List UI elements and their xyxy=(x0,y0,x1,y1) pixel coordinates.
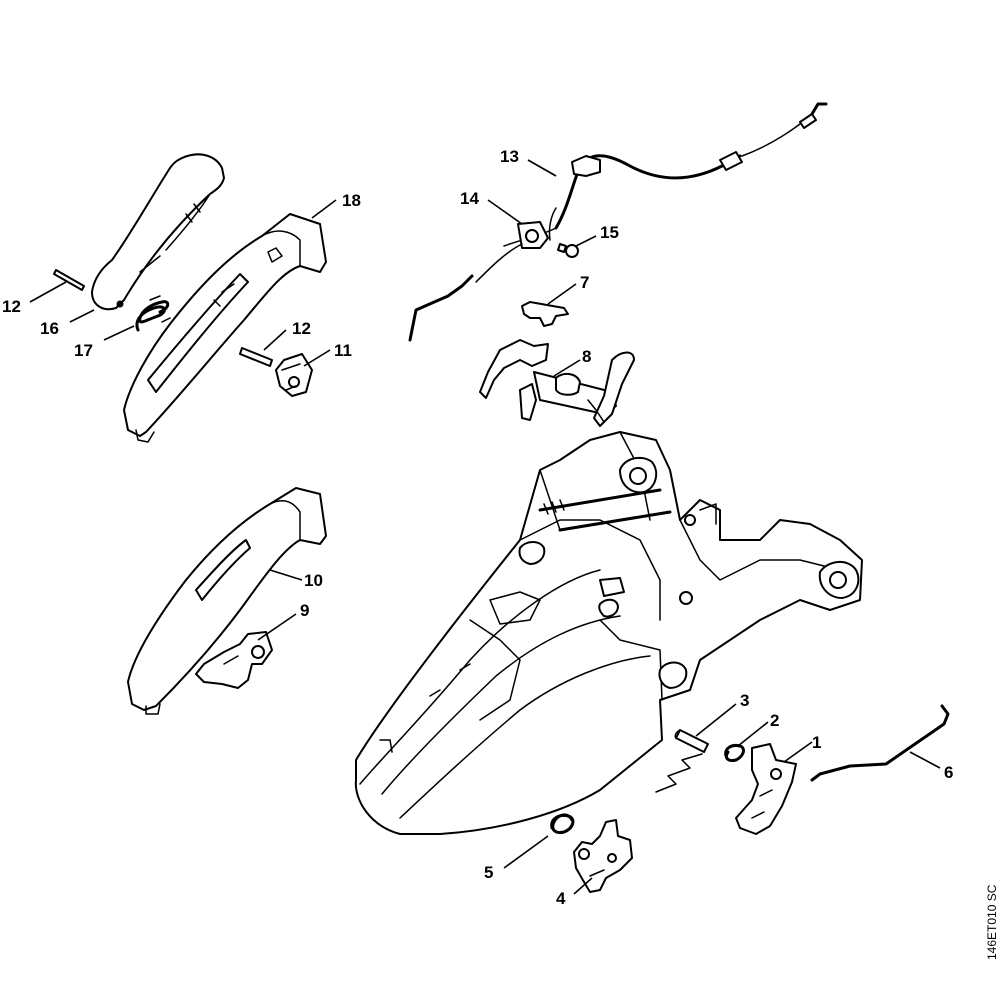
callout-12-right: 12 xyxy=(292,319,311,338)
callout-7: 7 xyxy=(580,273,589,292)
clip-part-14 xyxy=(475,221,549,283)
callout-16: 16 xyxy=(40,319,59,338)
leader-lines xyxy=(29,159,941,895)
callout-15: 15 xyxy=(600,223,619,242)
spring-part-5 xyxy=(550,813,575,834)
handle-cover-part-16 xyxy=(91,153,225,311)
callout-2: 2 xyxy=(770,711,779,730)
bracket-part-7 xyxy=(521,301,569,327)
callout-1: 1 xyxy=(812,733,821,752)
callout-13: 13 xyxy=(500,147,519,166)
callout-5: 5 xyxy=(484,863,493,882)
spring-part-17 xyxy=(135,295,171,332)
handle-part-10 xyxy=(127,487,327,715)
callout-labels: 12 16 17 18 12 11 10 9 13 14 15 7 8 3 2 … xyxy=(2,147,953,908)
throttle-trigger-part-1 xyxy=(735,743,797,835)
interlock-lever-part-4 xyxy=(573,819,633,893)
callout-12-left: 12 xyxy=(2,297,21,316)
callout-17: 17 xyxy=(74,341,93,360)
throttle-cable-part-13 xyxy=(408,102,828,342)
drawing-code: 146ET010 SC xyxy=(985,884,999,960)
spring-part-2 xyxy=(655,744,745,793)
trigger-interlock-part-11 xyxy=(239,347,313,397)
callout-8: 8 xyxy=(582,347,591,366)
pin-part-12-left xyxy=(53,269,85,291)
pin-part-3 xyxy=(674,729,709,753)
crankcase-housing xyxy=(354,431,863,835)
callout-10: 10 xyxy=(304,571,323,590)
rear-handle-part-18 xyxy=(123,213,327,443)
callout-18: 18 xyxy=(342,191,361,210)
callout-3: 3 xyxy=(740,691,749,710)
callout-6: 6 xyxy=(944,763,953,782)
callout-11: 11 xyxy=(334,341,352,360)
callout-9: 9 xyxy=(300,601,309,620)
callout-4: 4 xyxy=(556,889,566,908)
callout-14: 14 xyxy=(460,189,479,208)
throttle-shaft-part-8 xyxy=(479,339,635,427)
screw-part-15 xyxy=(557,243,579,258)
throttle-rod-part-6 xyxy=(810,704,950,782)
trigger-part-9 xyxy=(195,631,273,689)
